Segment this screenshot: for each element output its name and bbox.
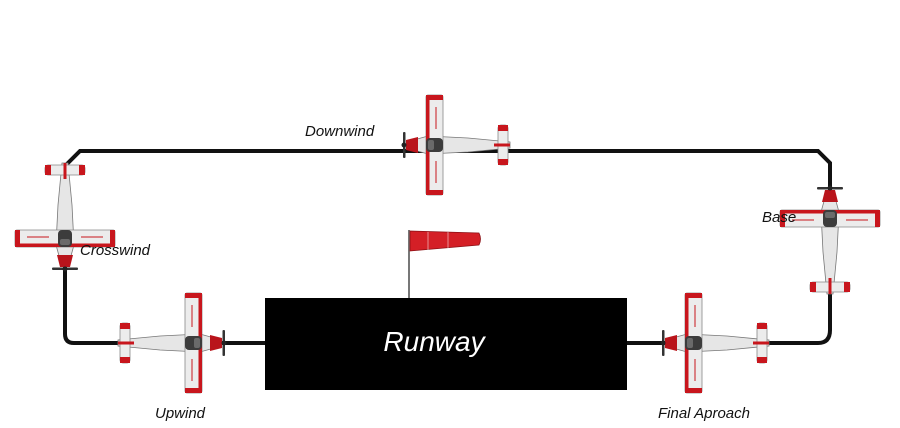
windsock-icon <box>408 230 481 298</box>
label-final-approach: Final Aproach <box>658 405 750 422</box>
runway <box>265 298 627 390</box>
label-base: Base <box>762 209 796 226</box>
airplane-final-icon <box>660 292 770 394</box>
runway-label: Runway <box>383 326 486 357</box>
label-upwind: Upwind <box>155 405 206 422</box>
airplane-downwind-icon <box>401 94 511 196</box>
label-downwind: Downwind <box>305 123 375 140</box>
airplane-upwind-icon <box>117 292 227 394</box>
airplane-base-icon <box>779 185 881 295</box>
label-crosswind: Crosswind <box>80 242 151 259</box>
